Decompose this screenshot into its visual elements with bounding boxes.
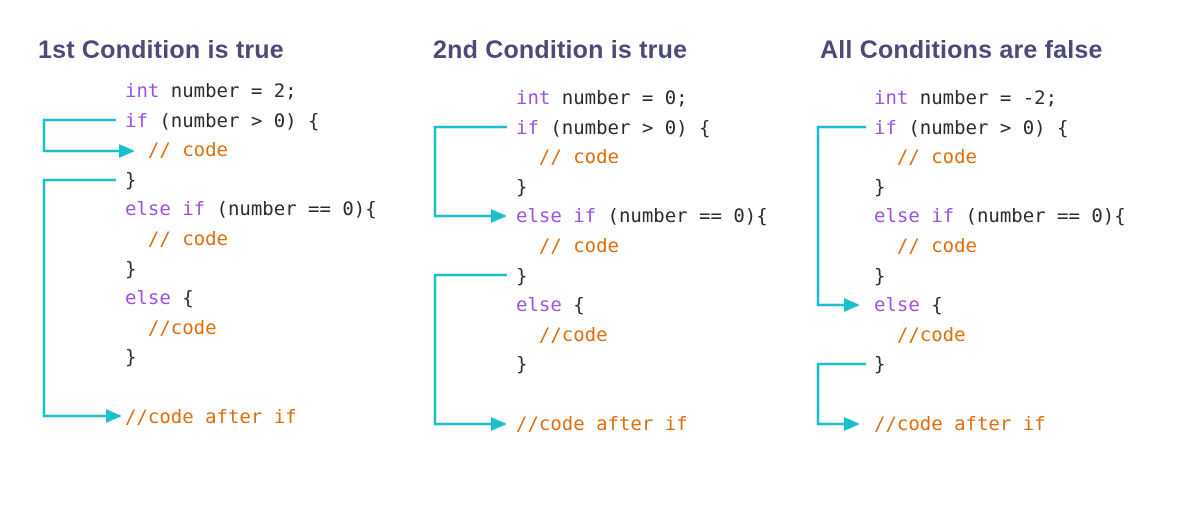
code-text: } [125,257,137,280]
code-line: //code after if [874,409,1046,439]
code-line: //code after if [516,409,688,439]
code-line: } [125,165,136,195]
code-text: } [516,353,528,376]
code-text: (number > 0) { [147,109,320,132]
code-keyword: else [874,294,920,317]
code-keyword: int [874,87,909,109]
code-text: (number == 0){ [205,198,377,221]
code-comment: //code [147,316,217,339]
code-line: // code [874,231,977,261]
code-keyword: else [516,294,562,317]
code-line: else { [516,290,585,320]
code-line: // code [874,142,977,172]
code-keyword: else if [125,198,206,221]
code-line: //code [125,313,217,343]
flow-arrow-if-to-else-if [433,125,507,223]
flow-arrow-to-after-if [433,273,507,431]
panel-title: All Conditions are false [820,36,1103,64]
code-text [874,146,897,168]
code-keyword: if [874,116,897,139]
code-text: } [516,264,528,287]
code-text: number = 0; [550,87,688,109]
code-text [125,139,148,161]
code-keyword: else [125,287,171,310]
code-line: else if (number == 0){ [874,201,1126,231]
code-text: } [874,264,886,287]
code-text: } [874,175,886,198]
code-text: number = 2; [159,80,297,102]
code-text [516,235,539,257]
code-line: } [516,349,527,379]
code-comment: //code [538,323,608,346]
code-text [874,235,897,257]
code-text: } [516,175,528,198]
code-keyword: int [125,80,160,102]
code-line: if (number > 0) { [516,113,710,143]
flow-arrow-to-after-if [816,362,866,431]
code-line: if (number > 0) { [125,106,319,136]
code-line: // code [125,135,228,165]
code-line: else if (number == 0){ [125,194,377,224]
code-line: } [874,172,885,202]
panel-title: 1st Condition is true [38,36,284,64]
code-comment: // code [147,228,228,250]
code-line: //code [874,320,966,350]
code-line: // code [516,231,619,261]
code-comment: // code [538,146,619,169]
code-line: } [125,342,136,372]
code-text [516,324,539,346]
flow-arrow-to-after-if [42,178,122,423]
code-text: (number > 0) { [896,116,1069,139]
panel-title: 2nd Condition is true [433,36,688,64]
code-comment: //code after if [874,412,1046,435]
code-line: else { [874,290,943,320]
code-line: if (number > 0) { [874,113,1068,143]
code-line: } [516,172,527,202]
code-line: } [874,349,885,379]
code-comment: // code [147,139,228,162]
code-keyword: else if [516,205,597,228]
code-text [874,324,897,346]
code-text: { [919,294,943,317]
code-keyword: int [516,87,551,109]
code-text: (number == 0){ [596,205,768,228]
code-comment: //code after if [516,412,688,435]
code-line: int number = 2; [125,76,297,106]
code-comment: // code [538,235,619,257]
code-text: { [561,294,585,317]
code-keyword: else if [874,205,955,228]
flow-arrow-if-to-body [42,118,135,158]
code-text [516,146,539,168]
code-text: number = -2; [908,87,1058,109]
code-keyword: if [125,109,148,132]
code-line: else { [125,283,194,313]
code-line: else if (number == 0){ [516,201,768,231]
code-keyword: if [516,116,539,139]
code-line: // code [125,224,228,254]
code-text: } [874,353,886,376]
code-comment: // code [896,235,977,257]
code-line: } [125,254,136,284]
code-line: int number = 0; [516,83,688,113]
code-line: } [874,261,885,291]
code-line: //code [516,320,608,350]
code-line: //code after if [125,402,297,432]
code-text: } [125,168,137,191]
code-line: } [516,261,527,291]
code-comment: //code [896,323,966,346]
code-text: (number == 0){ [954,205,1126,228]
code-line: int number = -2; [874,83,1057,113]
code-text: { [170,287,194,310]
code-comment: //code after if [125,405,297,428]
code-line: // code [516,142,619,172]
flow-arrow-if-to-else [816,125,866,312]
code-text [125,317,148,339]
code-text: (number > 0) { [538,116,711,139]
code-text: } [125,346,137,369]
code-comment: // code [896,146,977,169]
code-text [125,228,148,250]
